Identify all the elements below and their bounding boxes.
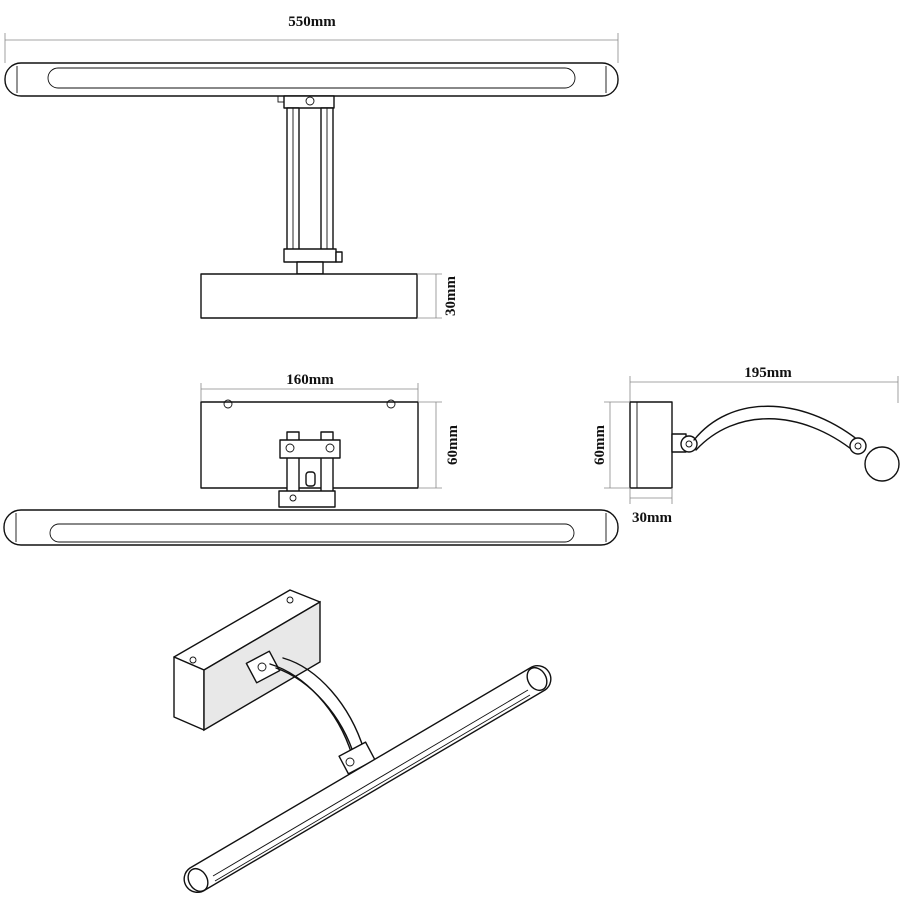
side-view: 195mm 60mm 30mm: [592, 365, 900, 526]
dim-side-height: 60mm: [592, 425, 608, 465]
dim-side-depth: 30mm: [632, 510, 672, 526]
dim-front-base-width: 160mm: [286, 372, 334, 388]
dim-top-width: 550mm: [288, 14, 336, 30]
front-view: 160mm 60mm: [3, 372, 619, 546]
dim-side-reach: 195mm: [744, 365, 792, 381]
dim-top-depth: 30mm: [443, 276, 459, 316]
top-view: 550mm 30mm: [4, 14, 619, 319]
isometric-view: [173, 589, 552, 893]
dim-front-base-height: 60mm: [445, 425, 461, 465]
